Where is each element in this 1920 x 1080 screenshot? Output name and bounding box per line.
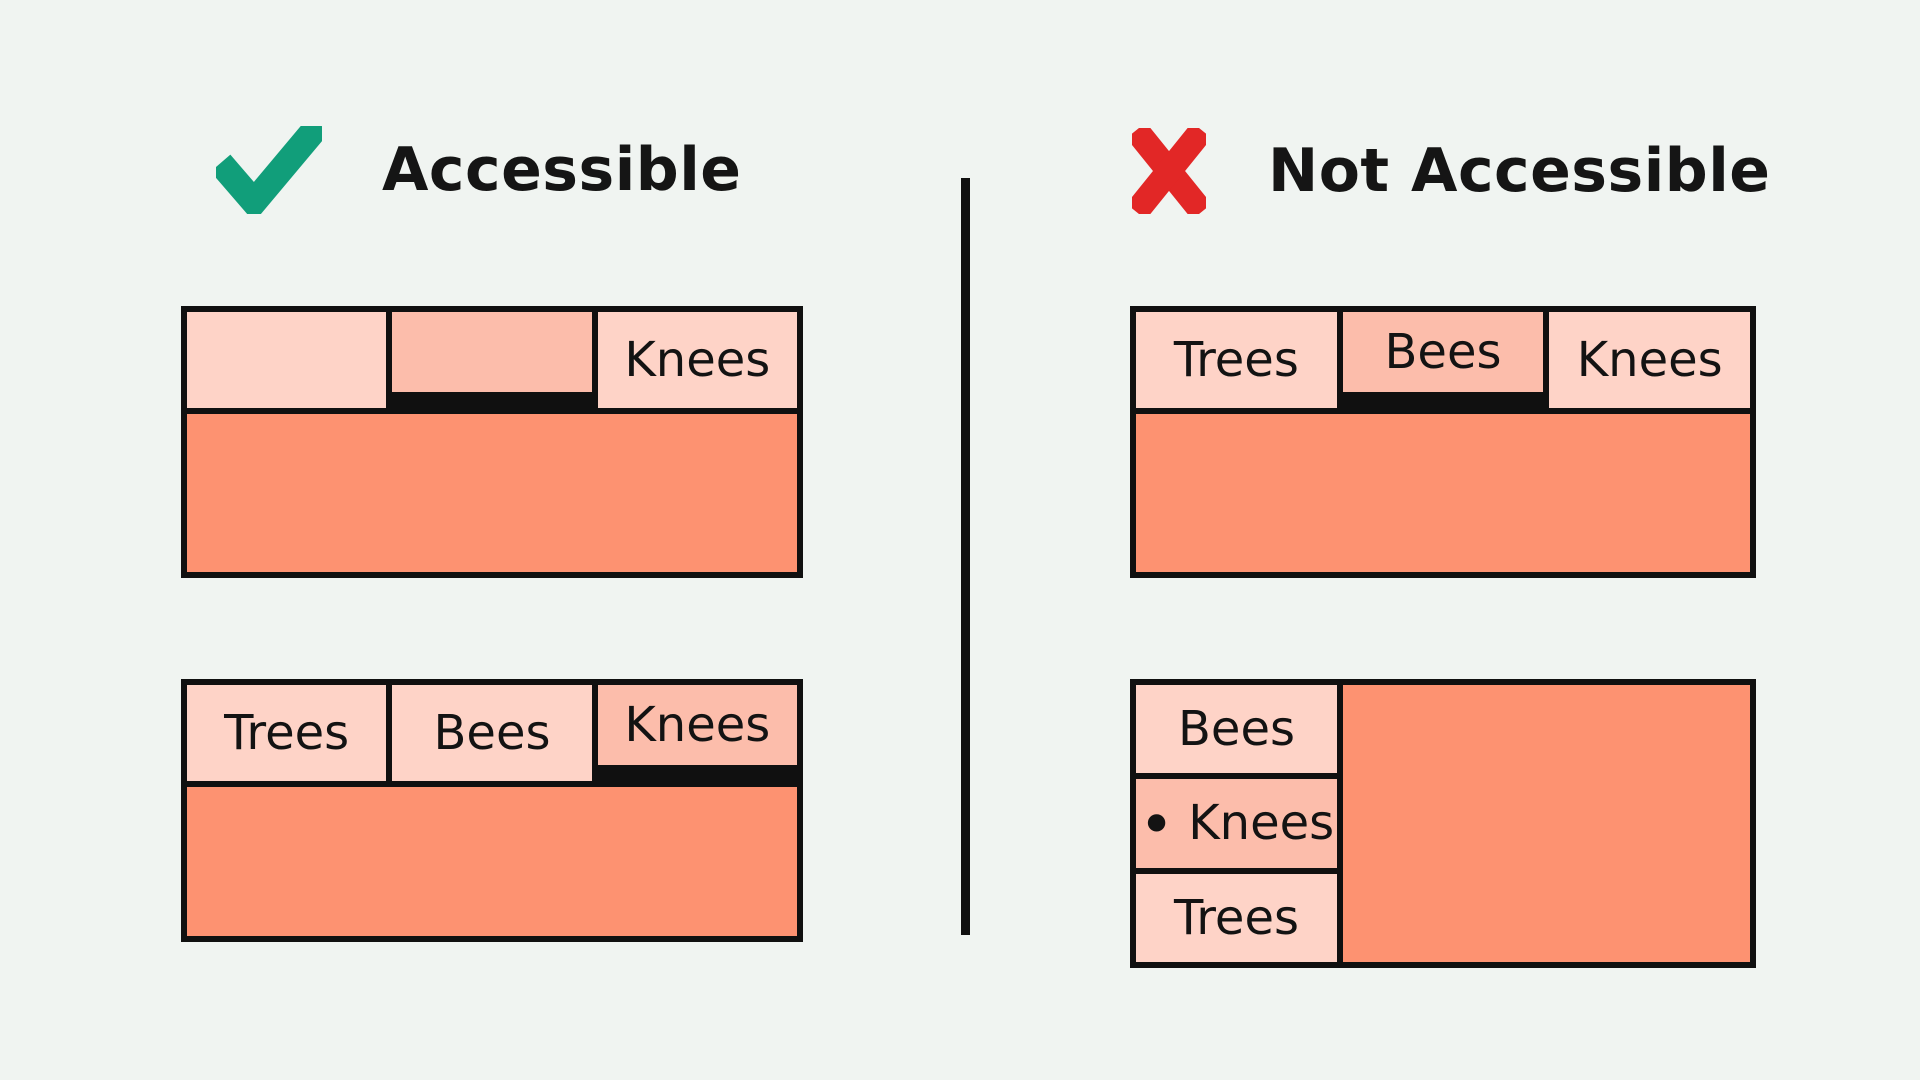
not-accessible-title: Not Accessible xyxy=(1268,136,1771,206)
tab-bees-selected: Bees xyxy=(1336,312,1544,408)
x-icon xyxy=(1132,128,1206,214)
check-icon xyxy=(216,126,322,214)
tab-blank-2-selected xyxy=(386,312,592,408)
tab-label: Bees xyxy=(1178,701,1295,758)
content-area xyxy=(187,414,797,572)
content-area xyxy=(1136,414,1750,572)
accessible-tabs-example-bottom: Trees Bees Knees xyxy=(181,679,803,942)
not-accessible-tabs-example-bottom: Bees • Knees Trees xyxy=(1130,679,1756,968)
tab-trees: Trees xyxy=(187,685,387,781)
tab-label: Knees xyxy=(1188,795,1335,852)
tab-knees-selected: • Knees xyxy=(1136,773,1337,868)
tab-blank-1 xyxy=(187,312,387,408)
tab-bar: Trees Bees Knees xyxy=(1136,312,1751,414)
tab-trees: Trees xyxy=(1136,867,1337,962)
tab-label: Knees xyxy=(624,697,771,753)
tab-bar: Knees xyxy=(187,312,797,414)
accessible-title: Accessible xyxy=(382,135,742,205)
tab-bees: Bees xyxy=(1136,685,1337,774)
tab-knees-selected: Knees xyxy=(591,685,797,781)
tab-label: Bees xyxy=(433,705,551,761)
tab-bar: Trees Bees Knees xyxy=(187,685,797,787)
not-accessible-tabs-example-top: Trees Bees Knees xyxy=(1130,306,1756,578)
tab-knees: Knees xyxy=(591,312,797,408)
tab-label: Trees xyxy=(1173,332,1299,388)
accessible-tabs-example-top: Knees xyxy=(181,306,803,578)
not-accessible-heading: Not Accessible xyxy=(1132,128,1770,214)
tab-label: Bees xyxy=(1384,324,1502,380)
tab-knees: Knees xyxy=(1543,312,1751,408)
tab-trees: Trees xyxy=(1136,312,1337,408)
tab-label: Trees xyxy=(224,705,350,761)
content-area xyxy=(187,787,797,936)
tab-label: Knees xyxy=(1576,332,1723,388)
vertical-tab-list: Bees • Knees Trees xyxy=(1136,685,1343,962)
tab-label: Knees xyxy=(624,332,771,388)
accessible-heading: Accessible xyxy=(216,126,741,214)
tab-bees: Bees xyxy=(386,685,592,781)
tab-label: Trees xyxy=(1173,889,1299,946)
vertical-divider xyxy=(961,178,970,935)
content-area xyxy=(1343,685,1750,962)
